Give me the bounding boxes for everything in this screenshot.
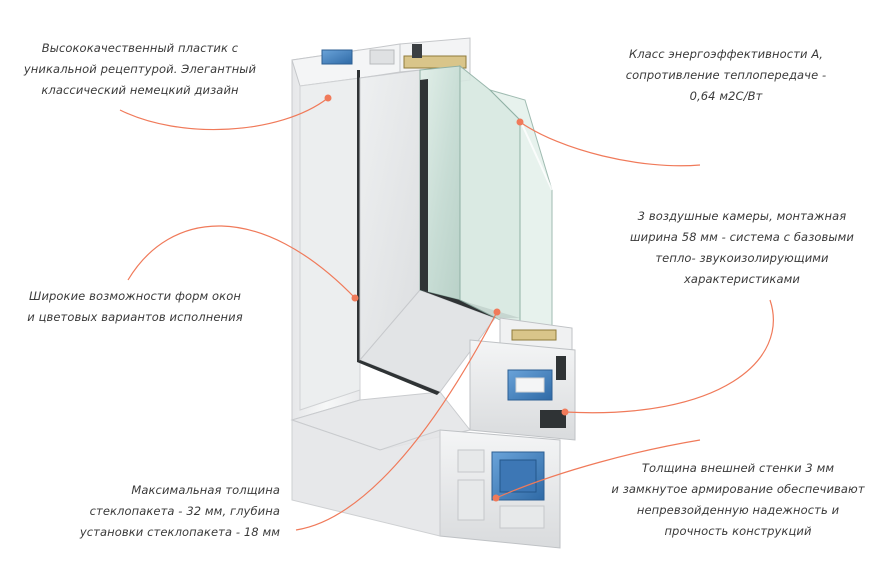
caption-line: уникальной рецептурой. Элегантный [23, 62, 257, 76]
frame-seal-vertical [357, 70, 360, 362]
frame-top-chamber-2 [369, 49, 395, 65]
bottom-gasket [511, 329, 557, 341]
caption-line: 0,64 м2С/Вт [689, 89, 763, 103]
frame-inner-face [299, 77, 361, 411]
frame-chamber-small-2 [457, 479, 485, 521]
corner-seal [357, 360, 440, 395]
marker-top-right [516, 118, 524, 126]
leader-top-left [119, 97, 329, 131]
caption-line: Толщина внешней стенки 3 мм [641, 461, 835, 475]
caption-line: и замкнутое армирование обеспечивают [611, 482, 865, 496]
leader-mid-right [564, 299, 774, 414]
caption-line: ширина 58 мм - система с базовыми [630, 230, 854, 244]
caption-line: установки стеклопакета - 18 мм [79, 525, 280, 539]
caption-bottom-right: Толщина внешней стенки 3 мм и замкнутое … [590, 458, 886, 542]
caption-mid-left: Широкие возможности форм окон и цветовых… [10, 286, 260, 328]
frame-chamber-inner [499, 459, 537, 493]
caption-line: стеклопакета - 32 мм, глубина [89, 504, 280, 518]
caption-line: Высококачественный пластик с [41, 41, 239, 55]
caption-line: Класс энергоэффективности А, [628, 47, 824, 61]
leader-top-right [519, 121, 701, 167]
caption-line: 3 воздушные камеры, монтажная [637, 209, 847, 223]
caption-line: непревзойденную надежность и [636, 503, 840, 517]
leader-bottom-right [495, 439, 701, 499]
caption-line: сопротивление теплопередаче - [625, 68, 827, 82]
marker-mid-left [351, 294, 359, 302]
leader-bottom-left [295, 311, 498, 531]
caption-line: и цветовых вариантов исполнения [27, 310, 243, 324]
caption-line: Широкие возможности форм окон [29, 289, 241, 303]
caption-line: характеристиками [684, 272, 800, 286]
caption-line: Максимальная толщина [131, 483, 280, 497]
caption-mid-right: 3 воздушные камеры, монтажная ширина 58 … [600, 206, 884, 290]
sash-seal-dark [556, 356, 566, 380]
marker-top-left [324, 94, 332, 102]
leader-mid-left [127, 225, 356, 299]
marker-bottom-left [493, 308, 501, 316]
frame-bottom-face [291, 419, 441, 537]
glass-spacer [420, 79, 428, 292]
frame-chamber-small-1 [457, 449, 485, 473]
caption-bottom-left: Максимальная толщина стеклопакета - 32 м… [40, 480, 280, 543]
sash-seal-dark-2 [540, 410, 566, 428]
caption-top-left: Высококачественный пластик с уникальной … [5, 38, 275, 101]
sash-top-hardware [412, 44, 422, 58]
frame-chamber-small-3 [499, 505, 545, 529]
caption-line: тепло- звукоизолирующими [655, 251, 829, 265]
marker-bottom-right [492, 494, 500, 502]
caption-top-right: Класс энергоэффективности А, сопротивлен… [596, 44, 856, 107]
frame-top-chamber-blue [321, 49, 353, 65]
glass-edge-highlight [519, 119, 553, 191]
sash-chamber-white [515, 377, 545, 393]
caption-line: классический немецкий дизайн [41, 83, 239, 97]
caption-line: прочность конструкций [664, 524, 812, 538]
marker-mid-right [561, 408, 569, 416]
